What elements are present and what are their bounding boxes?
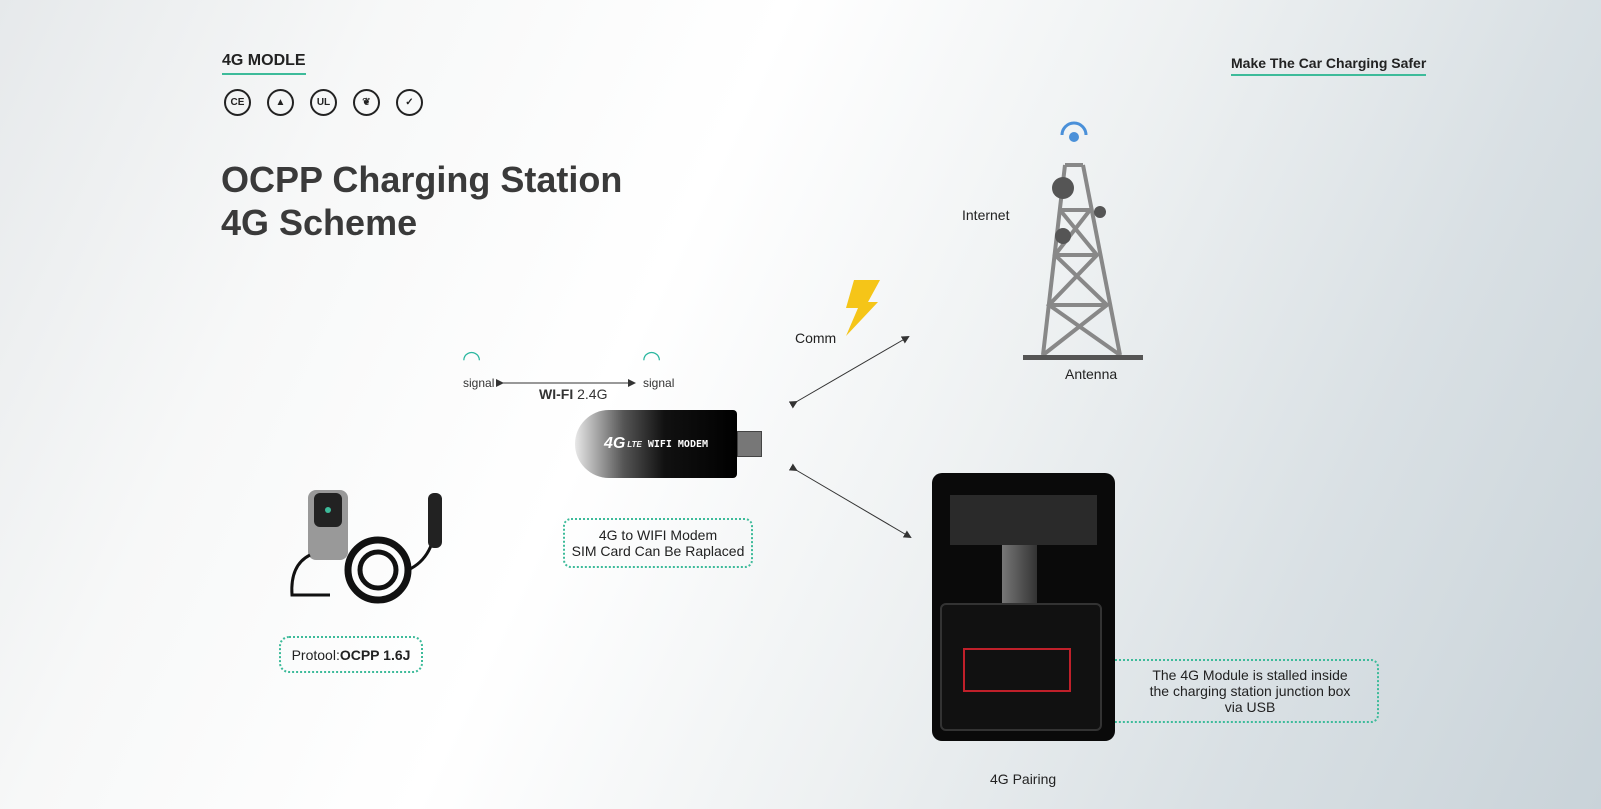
tagline: Make The Car Charging Safer bbox=[1231, 55, 1427, 76]
modem-text: WIFI MODEM bbox=[647, 438, 709, 450]
antenna-tower-icon bbox=[1023, 121, 1143, 360]
antenna-label: Antenna bbox=[1065, 366, 1118, 382]
modem-caption-line-2: SIM Card Can Be Raplaced bbox=[571, 543, 745, 559]
ul-icon: UL bbox=[310, 89, 337, 116]
modem-brand: 4G bbox=[603, 435, 626, 452]
module-highlight bbox=[963, 648, 1071, 692]
protocol-prefix: Protool: bbox=[291, 646, 340, 663]
modem-caption-line-1: 4G to WIFI Modem bbox=[598, 527, 718, 543]
title-line-1: OCPP Charging Station bbox=[221, 159, 623, 200]
pairing-label: 4G Pairing bbox=[990, 771, 1057, 787]
protocol-badge: Protool:OCPP 1.6J bbox=[279, 636, 423, 673]
page-title: OCPP Charging Station 4G Scheme bbox=[221, 158, 622, 244]
rcm-icon: ✓ bbox=[396, 89, 423, 116]
usb-connector bbox=[737, 431, 762, 457]
title-line-2: 4G Scheme bbox=[221, 202, 418, 243]
signal-right-label: signal bbox=[643, 376, 675, 390]
junction-caption-box: The 4G Module is stalled inside the char… bbox=[1115, 659, 1379, 723]
rohs-icon: ❦ bbox=[353, 89, 380, 116]
modem-lte: LTE bbox=[627, 439, 642, 449]
certification-icons: CE ▲ UL ❦ ✓ bbox=[224, 89, 423, 116]
ce-icon: CE bbox=[224, 89, 251, 116]
junction-caption: The 4G Module is stalled inside the char… bbox=[1149, 667, 1351, 715]
section-heading: 4G MODLE bbox=[222, 52, 306, 75]
wifi-link-label: WI-FI 2.4G bbox=[539, 386, 607, 402]
junction-interior bbox=[940, 603, 1102, 731]
signal-left-label: signal bbox=[463, 376, 495, 390]
internet-label: Internet bbox=[962, 207, 1010, 223]
wifi-band: 2.4G bbox=[577, 386, 608, 402]
tuv-icon: ▲ bbox=[267, 89, 294, 116]
usb-modem: 4G LTE WIFI MODEM bbox=[575, 410, 737, 478]
ev-charger-icon bbox=[290, 490, 442, 604]
wifi-right-icon: ◠ bbox=[642, 346, 662, 371]
wifi-left-icon: ◠ bbox=[462, 346, 482, 371]
lightning-bolt-icon bbox=[846, 280, 880, 336]
wifi-label: WI-FI bbox=[539, 386, 574, 402]
junction-mount bbox=[950, 495, 1097, 545]
junction-box bbox=[932, 473, 1115, 741]
protocol-value: OCPP 1.6J bbox=[339, 646, 411, 663]
junction-pillar bbox=[1002, 545, 1037, 603]
